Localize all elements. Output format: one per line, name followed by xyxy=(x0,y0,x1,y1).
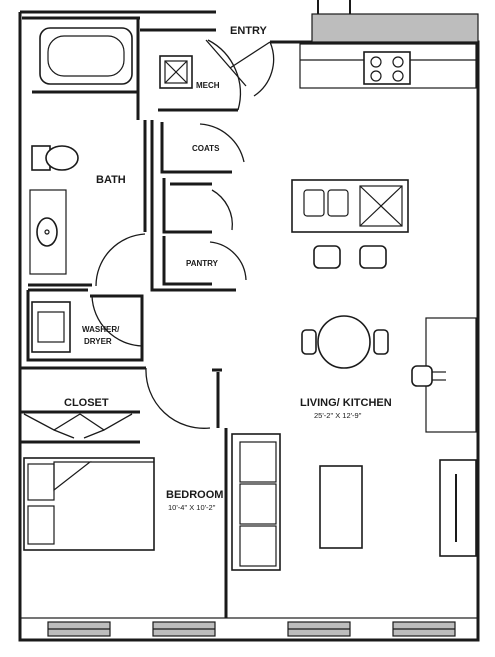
label-pantry: PANTRY xyxy=(186,259,219,268)
living-furniture xyxy=(231,315,477,571)
sink-basin-right xyxy=(327,189,349,217)
sink xyxy=(36,217,58,247)
label-dryer: DRYER xyxy=(84,337,112,346)
door-swings xyxy=(23,39,275,439)
bed xyxy=(23,457,155,551)
coffee-table xyxy=(319,465,363,549)
desk-chair xyxy=(411,365,433,387)
washer-dryer xyxy=(31,301,71,353)
label-bedroom-dims: 10'-4" X 10'-2" xyxy=(168,503,216,512)
label-bedroom: BEDROOM xyxy=(166,489,223,501)
bar-stool-2 xyxy=(359,245,387,269)
label-bath: BATH xyxy=(96,174,126,186)
dining-table xyxy=(317,315,371,369)
mech-unit xyxy=(159,55,193,89)
pillow-2 xyxy=(27,505,55,545)
label-living-dims: 25'-2" X 12'-9" xyxy=(314,411,362,420)
label-entry: ENTRY xyxy=(230,25,268,37)
bar-stool-1 xyxy=(313,245,341,269)
windows xyxy=(47,621,456,637)
label-living-kitchen: LIVING/ KITCHEN xyxy=(300,397,392,409)
interior-walls xyxy=(20,18,238,618)
label-coats: COATS xyxy=(192,144,220,153)
dining-chair-right xyxy=(373,329,389,355)
kitchen-counter xyxy=(299,43,477,89)
sink-basin-left xyxy=(303,189,325,217)
label-closet: CLOSET xyxy=(64,397,109,409)
tv-console xyxy=(439,459,477,557)
kitchen xyxy=(291,43,477,269)
dining-chair-left xyxy=(301,329,317,355)
bath-fixtures xyxy=(29,27,133,275)
kitchen-island xyxy=(291,179,409,233)
bathtub xyxy=(39,27,133,85)
label-mech: MECH xyxy=(196,81,220,90)
desk xyxy=(425,317,477,433)
room-labels: ENTRY MECH COATS BATH PANTRY WASHER/ DRY… xyxy=(64,25,392,512)
toilet-bowl xyxy=(45,145,79,171)
label-washer: WASHER/ xyxy=(82,325,120,334)
exterior-wall-hatch xyxy=(311,13,479,43)
cooktop xyxy=(363,51,411,85)
bed-frame xyxy=(23,457,155,551)
dishwasher xyxy=(359,185,403,227)
sofa xyxy=(231,433,281,571)
exterior-walls xyxy=(18,0,480,642)
